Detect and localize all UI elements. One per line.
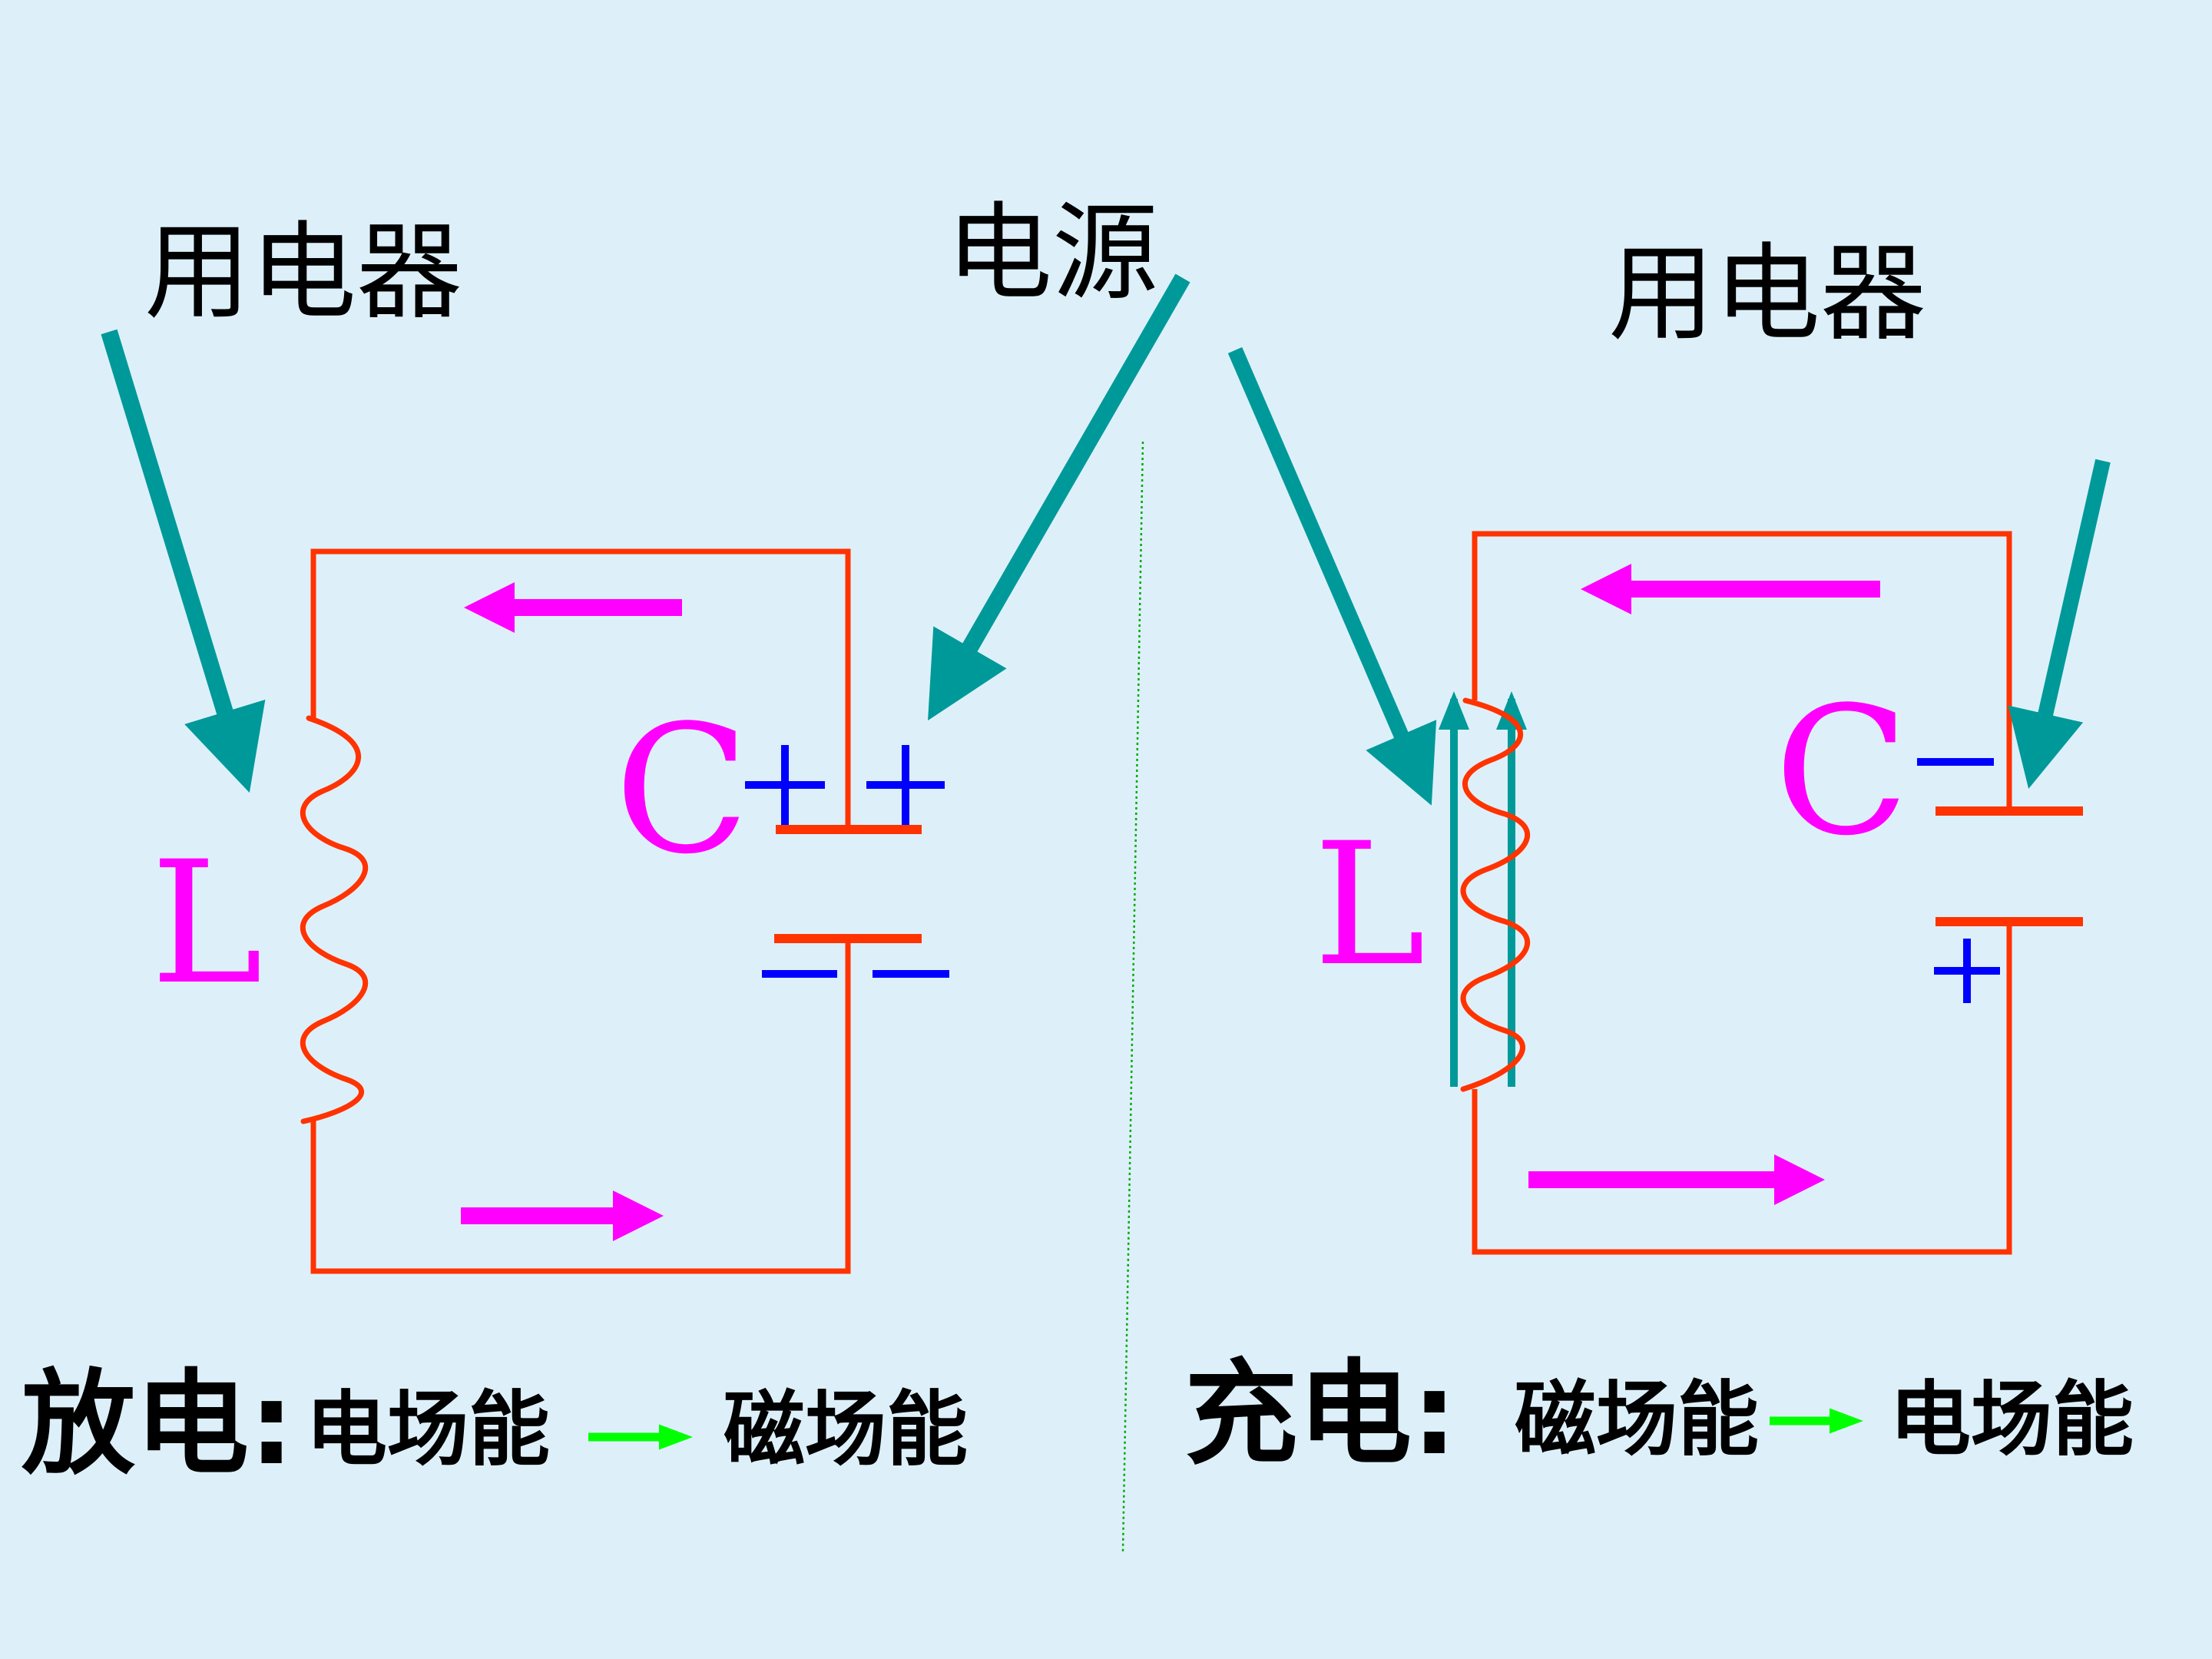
right-caption-from: 磁场能 [1515, 1373, 1759, 1467]
right-circuit: 用电器 L C 充电: 磁场能 电场能 [1184, 232, 2134, 1480]
left-caption-from: 电场能 [306, 1382, 550, 1477]
center-divider [1121, 441, 1144, 1552]
left-load-label: 用电器 [144, 210, 462, 334]
left-source-label: 电源 [946, 191, 1158, 315]
left-capacitor-label: C [614, 688, 750, 893]
left-source-pointer-arrow [928, 273, 1190, 721]
left-wire-bottom [310, 939, 851, 1274]
right-load-pointer-arrow-2 [2008, 459, 2111, 790]
right-plus-sign [1934, 939, 2000, 1003]
left-inductor-coil [300, 715, 369, 1124]
left-plus-sign-2 [866, 745, 945, 825]
right-wire-loop [1472, 531, 2012, 810]
right-caption-to: 电场能 [1889, 1373, 2134, 1467]
left-load-pointer-arrow [101, 329, 266, 793]
left-caption-title: 放电: [22, 1358, 294, 1490]
left-circuit: 用电器 电源 L C 放电: 电场能 磁场能 [22, 191, 1190, 1490]
right-wire-bottom [1472, 922, 2012, 1255]
left-plus-sign-1 [745, 745, 825, 825]
left-caption-to: 磁场能 [724, 1382, 968, 1477]
right-load-label: 用电器 [1608, 232, 1926, 356]
left-inductor-label: L [151, 825, 263, 1022]
right-inductor-label: L [1313, 806, 1426, 1003]
right-inductor-coil [1460, 697, 1531, 1092]
right-capacitor-label: C [1774, 670, 1909, 875]
right-load-pointer-arrow-1 [1227, 347, 1437, 806]
left-wire-loop [310, 548, 851, 827]
right-caption-title: 充电: [1184, 1348, 1457, 1480]
